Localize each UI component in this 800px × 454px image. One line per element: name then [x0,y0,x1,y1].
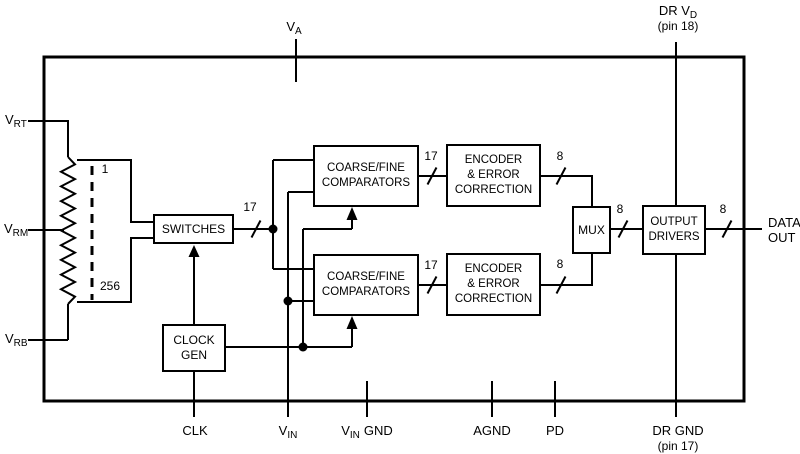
pin-va-base: V [286,19,295,34]
encoder-top-label-line3: CORRECTION [454,184,533,196]
pin-vrm-base: V [4,221,13,236]
encoder-bottom-label-line3: CORRECTION [454,293,533,305]
arrowhead-up [346,207,358,220]
pin-label-clk: CLK [182,423,208,438]
pin-vrt-sub: RT [13,119,27,130]
arrowhead-up [188,245,200,257]
pin-vin-base: V [278,423,288,438]
wire-tap-top [77,159,153,223]
pin-label-agnd: AGND [473,423,511,438]
clock-gen-label-line1: CLOCK [173,333,215,347]
pin-vrb-base: V [5,331,14,346]
wire-vrt [28,120,69,157]
wire-clock-distribution [226,228,352,348]
comparators-top-label-line2: COMPARATORS [321,177,411,189]
wire-bus17-branches [272,159,313,270]
bus-slash-marks [250,167,733,294]
wire-vin [287,191,313,417]
output-drivers-block: OUTPUT DRIVERS [642,205,706,255]
wire-enc-bottom-to-mux [541,254,593,286]
bus-width-drivers-out: 8 [719,202,727,216]
encoder-bottom-block: ENCODER & ERROR CORRECTION [446,253,541,316]
bus-width-comp-top-out: 17 [424,149,438,163]
bus-width-mux-out: 8 [616,202,624,216]
pin-dr-vd-sub: D [689,10,698,21]
encoder-top-block: ENCODER & ERROR CORRECTION [446,144,541,207]
switches-block: SWITCHES [153,214,234,244]
comparators-top-label-line1: COARSE/FINE [327,162,405,174]
bus-width-comp-bottom-out: 17 [424,258,438,272]
pin-label-va: VA [286,19,302,37]
pin-label-dr-gnd: DR GND [652,423,704,438]
comparators-bottom-block: COARSE/FINE COMPARATORS [313,254,419,316]
ladder-tap-first-label: 1 [101,162,109,176]
mux-block: MUX [572,206,611,254]
pin-label-dr-vd: DR VD [658,3,698,21]
pin-va-sub: A [295,26,302,37]
comparators-bottom-label-line1: COARSE/FINE [327,271,405,283]
ladder-tap-last-label: 256 [99,279,121,293]
pin-label-vrm: VRM [4,221,29,239]
switches-label: SWITCHES [161,221,226,236]
arrowhead-up [346,316,358,329]
data-out-line2: OUT [768,230,796,245]
pin-label-pd: PD [545,423,565,438]
resistor-ladder [58,156,78,305]
pin-label-vrt: VRT [5,112,27,130]
pin-label-vin: VIN [278,423,298,441]
pin-label-dr-vd-note: (pin 18) [657,19,699,33]
pin-label-data-out: DATA OUT [768,215,800,245]
pin-vin-gnd-suffix: GND [363,423,393,438]
data-out-line1: DATA [768,215,800,230]
clock-gen-label-line2: GEN [180,348,207,362]
bus-width-enc-top-out: 8 [556,149,564,163]
encoder-top-label-line2: & ERROR [467,169,520,181]
junction-dot [298,342,308,352]
pin-dr-vd-base: DR V [658,3,690,18]
clock-gen-block: CLOCK GEN [162,324,226,372]
wire-vrb [28,304,69,341]
pin-vrm-sub: RM [12,228,29,239]
encoder-bottom-label-line2: & ERROR [467,278,520,290]
pin-vrt-base: V [5,112,14,127]
wire-enc-top-to-mux [541,175,593,206]
pin-vin-gnd-base: V [341,423,350,438]
wire-tap-bottom [77,237,153,303]
pin-vin-gnd-sub: IN [349,430,360,441]
output-drivers-label-line1: OUTPUT [650,216,698,228]
pin-label-vrb: VRB [5,331,28,349]
encoder-bottom-label-line1: ENCODER [464,263,523,275]
comparators-bottom-label-line2: COMPARATORS [321,286,411,298]
pin-label-dr-gnd-note: (pin 17) [657,439,699,453]
pin-vrb-sub: RB [13,338,28,349]
pin-vin-sub: IN [287,430,298,441]
mux-label: MUX [578,222,605,237]
junction-dot [268,224,278,234]
bus-width-switches-out: 17 [243,200,257,214]
encoder-top-label-line1: ENCODER [464,154,523,166]
bus-width-enc-bottom-out: 8 [556,257,564,271]
comparators-top-block: COARSE/FINE COMPARATORS [313,145,419,207]
output-drivers-label-line2: DRIVERS [648,231,700,243]
junction-dot [283,296,293,306]
